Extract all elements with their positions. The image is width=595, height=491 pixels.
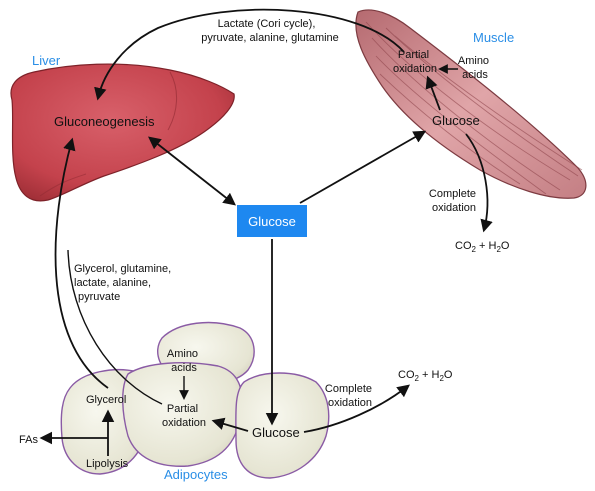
liver-illustration [10,63,235,202]
central-glucose-label: Glucose [248,214,296,229]
arrow-glucose-to-muscle [299,130,427,204]
muscle-illustration [355,9,587,199]
arrow-adipose-complete-oxidation [303,384,410,433]
adipose-complete-oxidation-label: Complete oxidation [325,383,375,409]
arrow-liver-glucose-bidirectional [148,136,236,206]
adipose-glucose-label: Glucose [252,425,300,440]
adipose-fas-label: FAs [19,434,38,446]
muscle-partial-oxidation-label: Partial oxidation [393,49,437,75]
muscle-amino-acids-label: Amino acids [458,55,492,81]
fat-cell-middle [122,362,243,467]
arrow-adipose-partial-oxidation-to-liver [67,249,163,405]
muscle-label: Muscle [473,30,514,45]
adipose-to-liver-flow-label: Glycerol, glutamine, lactate, alanine, p… [74,263,174,303]
gluconeogenesis-label: Gluconeogenesis [54,114,155,129]
adipose-co2-h2o-label: CO2 + H2O [398,369,453,383]
fat-cell-right [235,372,330,479]
adipocytes-label: Adipocytes [164,467,228,482]
arrow-muscle-to-liver [94,8,405,101]
adipose-partial-oxidation-label: Partial oxidation [162,403,206,429]
muscle-co2-h2o-label: CO2 + H2O [455,240,510,254]
central-glucose-box [237,205,307,237]
arrow-muscle-complete-oxidation [465,133,493,233]
muscle-to-liver-flow-label: Lactate (Cori cycle), pyruvate, alanine,… [201,18,339,44]
muscle-glucose-label: Glucose [432,113,480,128]
arrow-adipose-glucose-to-partial-oxidation [211,417,249,432]
adipose-glycerol-label: Glycerol [86,394,126,406]
arrow-muscle-glucose-to-partial-oxidation [425,75,441,111]
adipose-lipolysis-label: Lipolysis [86,458,129,470]
adipocytes-illustration [60,321,330,479]
arrow-adipose-to-liver [54,137,109,389]
adipose-amino-acids-label: Amino acids [167,348,201,374]
muscle-complete-oxidation-label: Complete oxidation [429,188,479,214]
liver-label: Liver [32,53,61,68]
